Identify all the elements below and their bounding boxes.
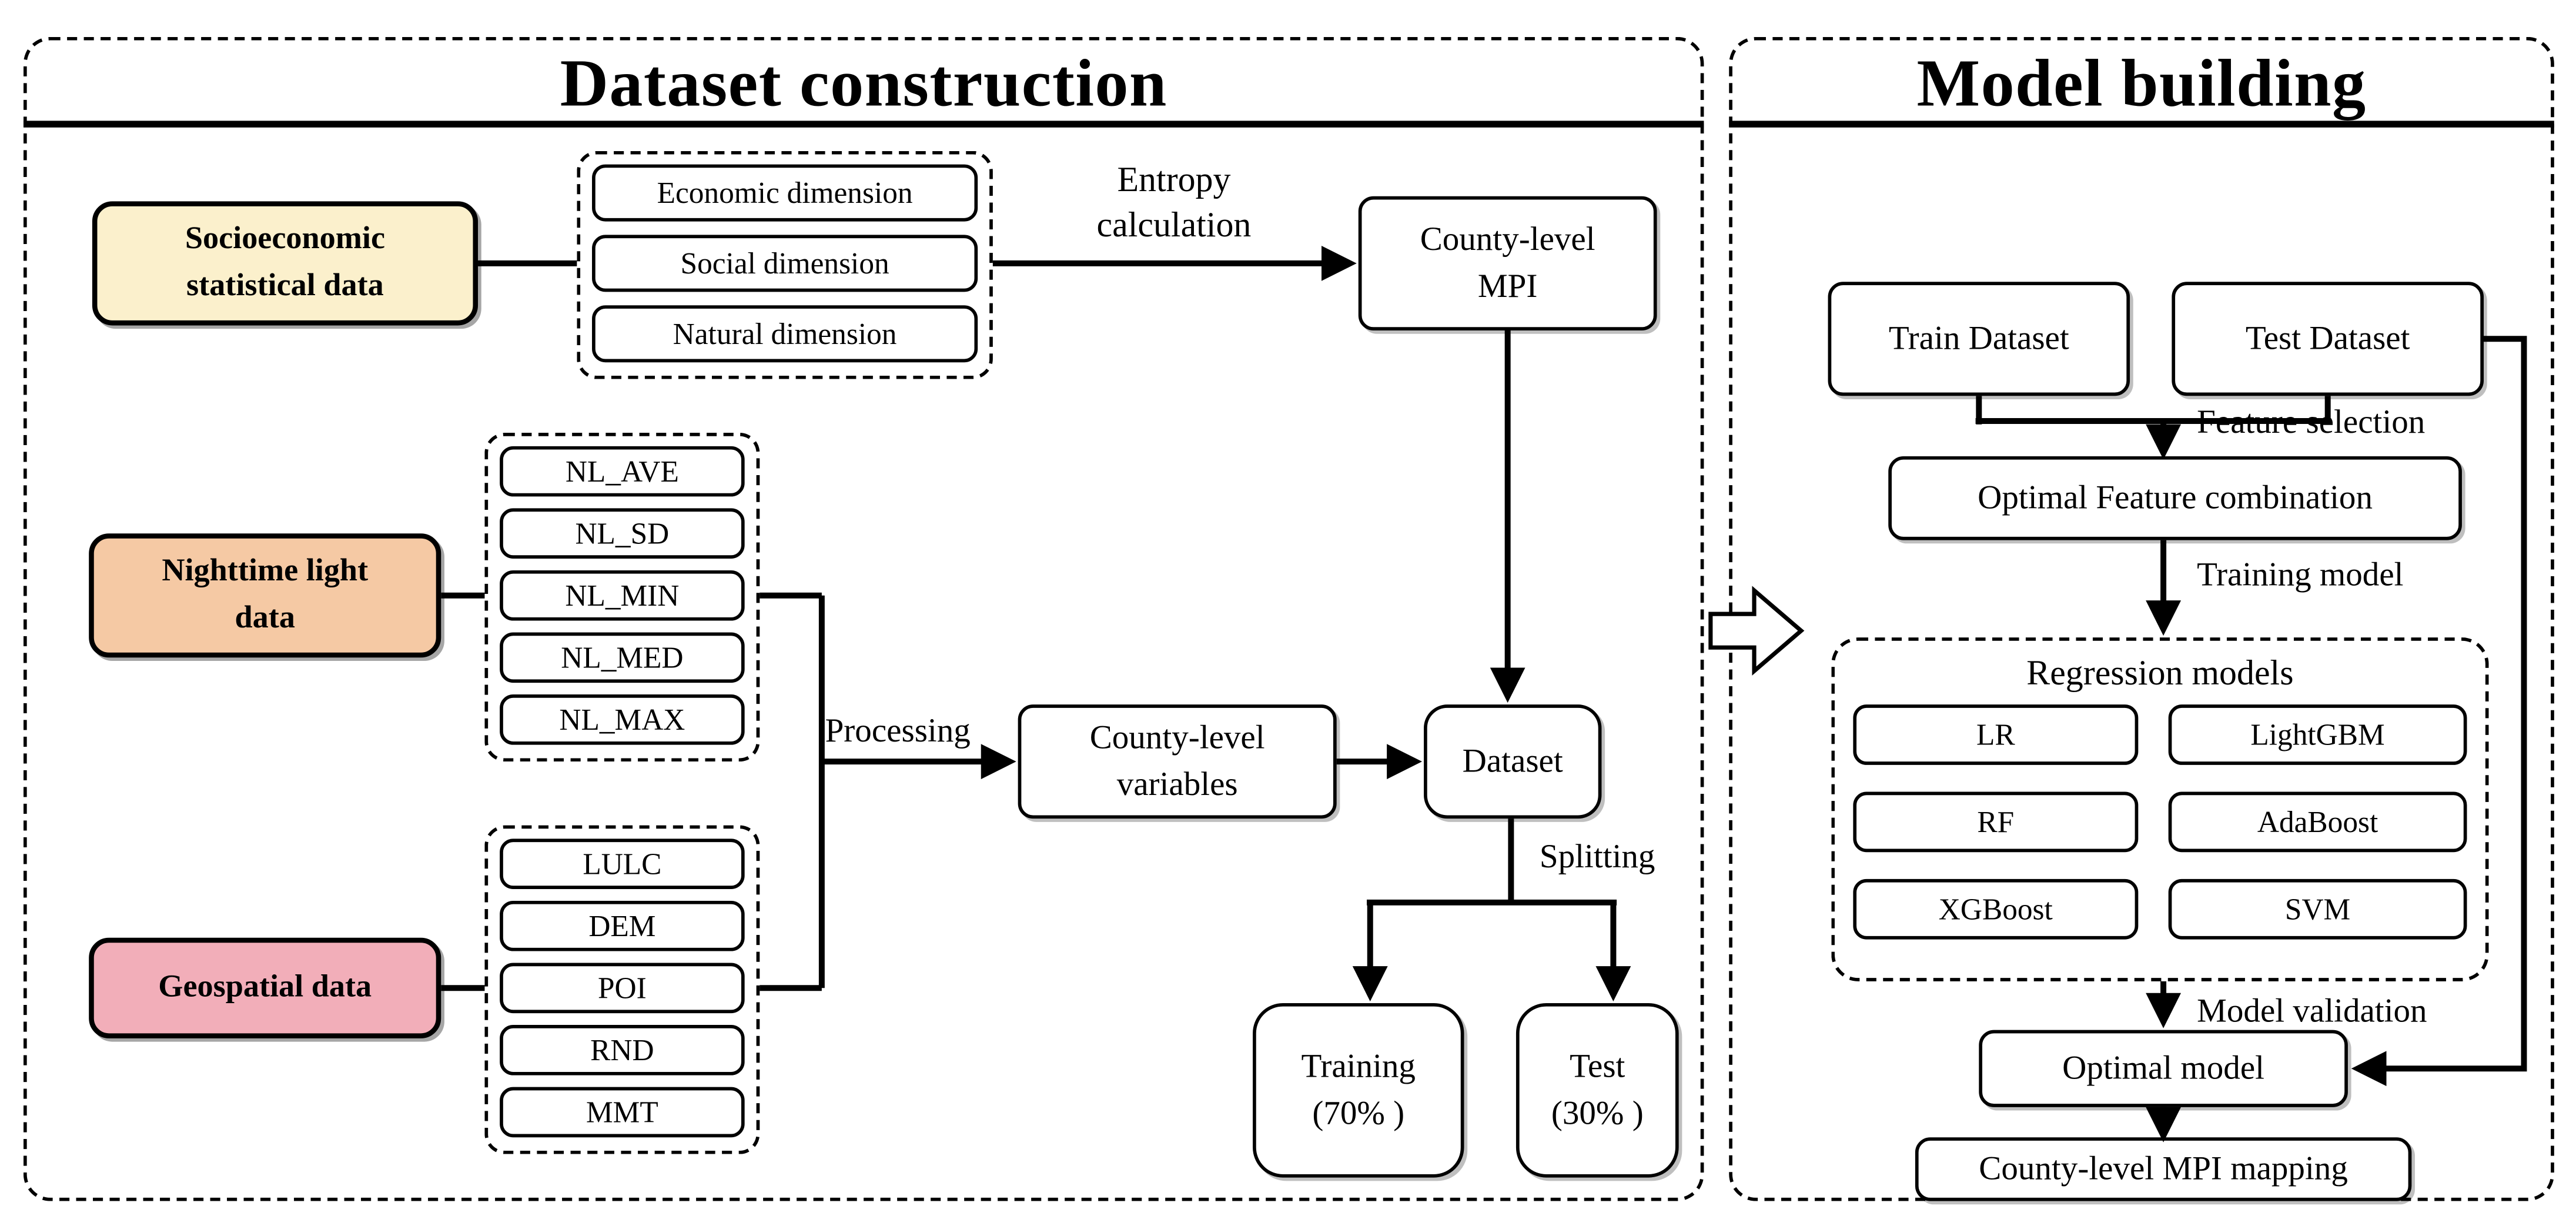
nl-variable-ave: NL_AVE [500, 446, 745, 497]
panel-separator-left [23, 121, 1704, 128]
optimal-model-node: Optimal model [1979, 1030, 2348, 1107]
model-item-rf: RF [1853, 791, 2139, 853]
geo-variable-dem: DEM [500, 900, 745, 951]
training-split-node: Training (70% ) [1253, 1003, 1464, 1178]
regression-models-title: Regression models [2026, 652, 2294, 693]
panel-separator-right [1729, 121, 2554, 128]
nl-variable-sd: NL_SD [500, 508, 745, 559]
model-item-lightgbm: LightGBM [2168, 704, 2467, 765]
model-item-adaboost: AdaBoost [2168, 791, 2467, 853]
test-dataset-node: Test Dataset [2172, 282, 2484, 396]
geo-variable-rnd: RND [500, 1025, 745, 1075]
nl-variable-med: NL_MED [500, 632, 745, 683]
panel-title-dataset-construction: Dataset construction [560, 45, 1167, 121]
test-split-node: Test (30% ) [1516, 1003, 1679, 1178]
nl-variable-max: NL_MAX [500, 694, 745, 745]
nighttime-light-data-box: Nighttime light data [89, 533, 441, 658]
geo-variable-poi: POI [500, 963, 745, 1014]
geospatial-data-box: Geospatial data [89, 937, 441, 1038]
county-level-mpi-mapping-node: County-level MPI mapping [1915, 1137, 2412, 1201]
dimension-item-social: Social dimension [592, 235, 978, 292]
geo-variable-mmt: MMT [500, 1087, 745, 1138]
dimension-item-economic: Economic dimension [592, 164, 978, 222]
model-item-svm: SVM [2168, 878, 2467, 940]
county-level-mpi-node: County-level MPI [1358, 196, 1657, 331]
model-item-xgboost: XGBoost [1853, 878, 2139, 940]
geo-variable-lulc: LULC [500, 839, 745, 889]
dataset-node: Dataset [1424, 704, 1602, 819]
feature-selection-label: Feature selection [2197, 404, 2426, 442]
panel-model-building [1729, 36, 2554, 1201]
entropy-calculation-label: Entropy calculation [1096, 159, 1252, 246]
nl-variable-min: NL_MIN [500, 570, 745, 621]
model-item-lr: LR [1853, 704, 2139, 765]
socioeconomic-data-box: Socioeconomic statistical data [92, 201, 479, 326]
dimension-item-natural: Natural dimension [592, 305, 978, 363]
splitting-label: Splitting [1539, 839, 1655, 876]
training-model-label: Training model [2197, 557, 2404, 594]
train-dataset-node: Train Dataset [1828, 282, 2130, 396]
county-level-variables-node: County-level variables [1018, 704, 1337, 819]
panel-title-model-building: Model building [1916, 45, 2367, 121]
model-validation-label: Model validation [2197, 993, 2427, 1030]
processing-label: Processing [825, 713, 971, 750]
optimal-feature-combination-node: Optimal Feature combination [1888, 456, 2462, 540]
